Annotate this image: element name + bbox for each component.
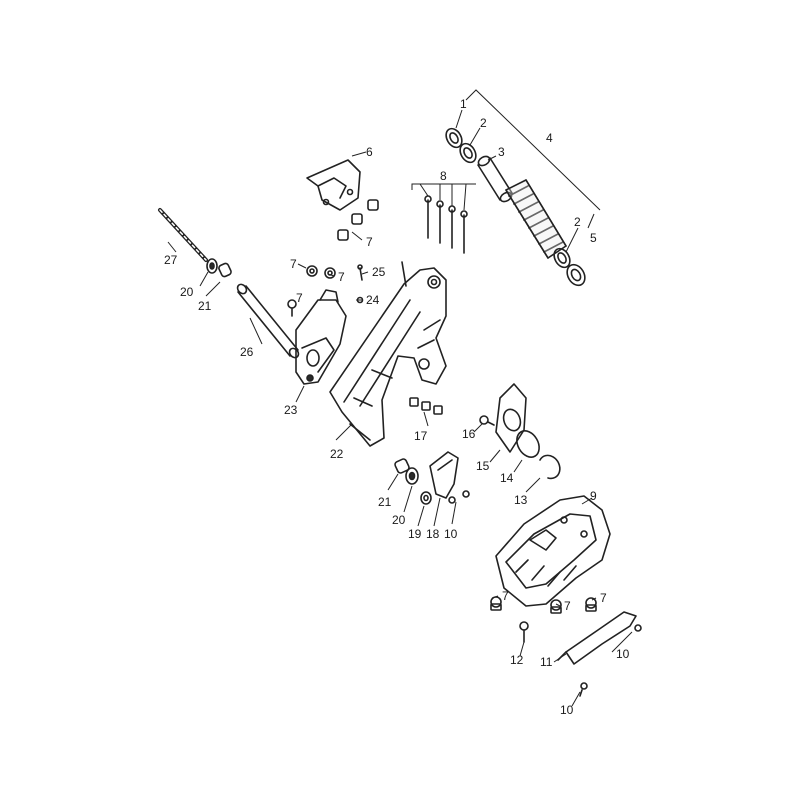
part-15-gasket-plate (495, 383, 527, 453)
callout-5: 5 (590, 231, 597, 245)
callout-22: 22 (330, 447, 344, 461)
callout-18: 18 (426, 527, 440, 541)
callout-21-lower: 21 (378, 495, 392, 509)
callout-27: 27 (164, 253, 178, 267)
part-23-pivot-housing (295, 289, 347, 385)
callout-20-lower: 20 (392, 513, 406, 527)
callout-2-upper: 2 (480, 116, 487, 130)
callout-7-bracket: 7 (366, 235, 373, 249)
part-2-washer-upper (459, 142, 477, 164)
callout-7-lower-left: 7 (502, 589, 509, 603)
callout-1: 1 (460, 97, 467, 111)
part-6-cover-bracket (306, 159, 361, 211)
part-16-bolt (479, 415, 495, 426)
part-2-washer-lower (553, 247, 571, 269)
part-17-nut-set (409, 397, 443, 415)
part-10-screws-lower (448, 490, 470, 504)
callout-4: 4 (546, 131, 553, 145)
callout-23: 23 (284, 403, 298, 417)
callout-7-lower-mid: 7 (564, 599, 571, 613)
callout-9: 9 (590, 489, 597, 503)
callout-arrow-ticks (297, 263, 633, 707)
part-21-spacer-upper (218, 262, 232, 278)
callout-labels: 1 2 3 4 2 5 6 8 7 27 20 21 7 7 25 24 7 2… (164, 97, 630, 717)
callout-10-bottom: 10 (560, 703, 574, 717)
part-21-spacer-lower (394, 458, 410, 474)
part-10-screw-bottom (579, 682, 588, 697)
part-9-housing (495, 495, 611, 607)
part-13-circlip (539, 454, 561, 480)
callout-7-near-23: 7 (296, 291, 303, 305)
part-7-bolt-near-23 (287, 299, 297, 317)
callout-7-nut-right: 7 (338, 270, 345, 284)
callout-15: 15 (476, 459, 490, 473)
callout-7-nut-left: 7 (290, 257, 297, 271)
part-12-bolt (519, 621, 529, 643)
callout-2-lower: 2 (574, 215, 581, 229)
part-4-bellows-boot (505, 179, 567, 259)
callout-10-lower-left: 10 (444, 527, 458, 541)
part-8-bolt-set (424, 195, 468, 254)
callout-20-upper: 20 (180, 285, 194, 299)
part-20-bushing-upper (206, 258, 218, 274)
callout-3: 3 (498, 145, 505, 159)
callout-25: 25 (372, 265, 386, 279)
callout-14: 14 (500, 471, 514, 485)
part-3-inner-tube (477, 155, 513, 203)
part-1-seal-ring (445, 127, 463, 149)
callout-8: 8 (440, 169, 447, 183)
callout-7-lower-right: 7 (600, 591, 607, 605)
callout-12: 12 (510, 653, 524, 667)
part-22-swing-arm-frame (329, 261, 447, 447)
part-18-bracket (429, 451, 459, 499)
part-26-axle-rod (236, 283, 300, 359)
part-7-nuts-top (306, 265, 336, 279)
leader-lines (167, 89, 601, 527)
callout-10-right: 10 (616, 647, 630, 661)
callout-11: 11 (540, 655, 553, 669)
part-27-chain (158, 208, 208, 262)
callout-26: 26 (240, 345, 254, 359)
part-7-clip-pair (337, 199, 379, 241)
callout-13: 13 (514, 493, 528, 507)
callout-16: 16 (462, 427, 476, 441)
part-20-bushing-lower (405, 467, 419, 485)
part-25-clip (357, 264, 363, 281)
part-19-washer (420, 491, 432, 505)
callout-24: 24 (366, 293, 380, 307)
callout-19: 19 (408, 527, 422, 541)
callout-17: 17 (414, 429, 428, 443)
part-5-end-seal (566, 263, 586, 287)
part-14-o-ring (516, 430, 540, 458)
callout-6: 6 (366, 145, 373, 159)
part-10-screw-right (634, 624, 642, 632)
callout-21-upper: 21 (198, 299, 212, 313)
